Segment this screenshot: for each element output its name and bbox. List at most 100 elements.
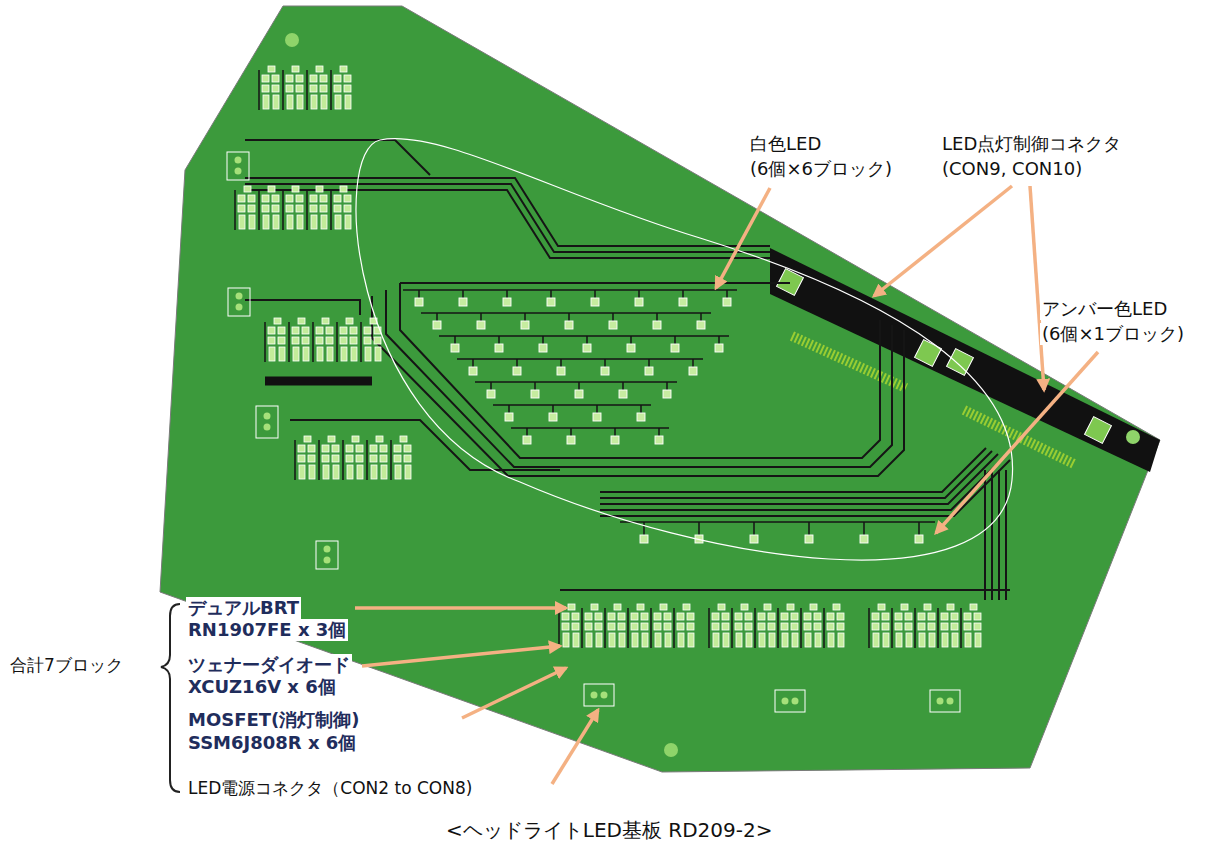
component-pad <box>758 623 765 630</box>
component-pad <box>664 623 671 630</box>
component-pad <box>872 613 879 620</box>
component-pad <box>238 205 245 212</box>
trace <box>666 382 668 390</box>
led <box>583 344 591 352</box>
component-pad <box>326 327 333 334</box>
trace <box>552 405 554 413</box>
component-pad <box>572 623 579 630</box>
pcb-board <box>160 6 1160 772</box>
component-pad <box>614 604 621 610</box>
trace <box>648 359 650 367</box>
component-pad <box>357 465 363 479</box>
component-pad <box>248 195 255 202</box>
leader-arrow <box>355 606 566 610</box>
component-pad <box>572 613 579 620</box>
component-traces <box>235 70 961 648</box>
trace <box>914 608 916 648</box>
connector-dot <box>236 293 243 300</box>
component-pad <box>320 85 327 92</box>
part-label: SSM6J808R x 6個 <box>186 732 358 754</box>
led <box>459 298 467 306</box>
connector-outline <box>256 406 278 438</box>
trace <box>731 608 733 648</box>
component-pad <box>238 195 245 202</box>
trace <box>674 336 676 344</box>
component-pad <box>287 95 293 109</box>
component-pad <box>272 195 279 202</box>
trace <box>998 470 1000 600</box>
callout-label: (6個×1ブロック) <box>1040 323 1186 345</box>
trace <box>439 335 729 337</box>
component-pad <box>631 623 638 630</box>
mounting-hole <box>285 33 299 47</box>
component-pad <box>814 613 821 620</box>
trace <box>245 190 770 258</box>
part-label: デュアルBRT <box>186 597 301 619</box>
trace <box>570 428 572 436</box>
trace <box>800 608 802 648</box>
trace <box>698 522 700 535</box>
led <box>627 344 635 352</box>
component-pad <box>395 465 401 479</box>
led <box>653 321 661 329</box>
component-pad <box>380 445 387 452</box>
trace <box>312 322 314 362</box>
led <box>521 321 529 329</box>
component-pad <box>292 327 299 334</box>
component-pad <box>947 604 954 610</box>
led <box>609 321 617 329</box>
component-pad <box>782 633 788 647</box>
trace <box>700 313 702 321</box>
component-pad <box>310 195 317 202</box>
component-pad <box>827 623 834 630</box>
component-pad <box>562 613 569 620</box>
component-pad <box>268 327 275 334</box>
trace <box>288 322 290 362</box>
trace <box>863 522 865 535</box>
component-pad <box>356 455 363 462</box>
component-pad <box>278 327 285 334</box>
component-pad <box>327 347 333 361</box>
component-pad <box>745 623 752 630</box>
component-pad <box>642 633 648 647</box>
trace <box>282 190 284 230</box>
component-pad <box>683 604 690 610</box>
trace <box>960 608 962 648</box>
led <box>723 298 731 306</box>
component-pad <box>334 75 341 82</box>
component-pad <box>759 633 765 647</box>
component-pad <box>758 613 765 620</box>
component-pad <box>263 95 269 109</box>
component-pad <box>344 85 351 92</box>
trace <box>480 313 482 321</box>
component-pad <box>296 75 303 82</box>
component-pad <box>586 633 592 647</box>
component-pad <box>722 623 729 630</box>
led <box>523 436 531 444</box>
connector-dot <box>937 698 944 705</box>
trace <box>511 427 669 429</box>
component-pad <box>906 633 912 647</box>
led <box>451 344 459 352</box>
connector-dot <box>782 698 789 705</box>
led <box>671 344 679 352</box>
component-pad <box>895 623 902 630</box>
component-pad <box>678 633 684 647</box>
component-pad <box>928 623 935 630</box>
component-pad <box>333 465 339 479</box>
trace <box>622 382 624 390</box>
component-pad <box>595 613 602 620</box>
trace <box>336 322 338 362</box>
component-pad <box>296 205 303 212</box>
trace <box>560 589 1010 591</box>
component-pad <box>585 623 592 630</box>
trace <box>506 290 508 298</box>
led <box>715 344 723 352</box>
led <box>915 535 923 543</box>
trace <box>342 440 344 480</box>
component-pad <box>310 205 317 212</box>
led <box>640 535 648 543</box>
trace <box>490 382 492 390</box>
component-pad <box>814 623 821 630</box>
component-pad <box>310 85 317 92</box>
